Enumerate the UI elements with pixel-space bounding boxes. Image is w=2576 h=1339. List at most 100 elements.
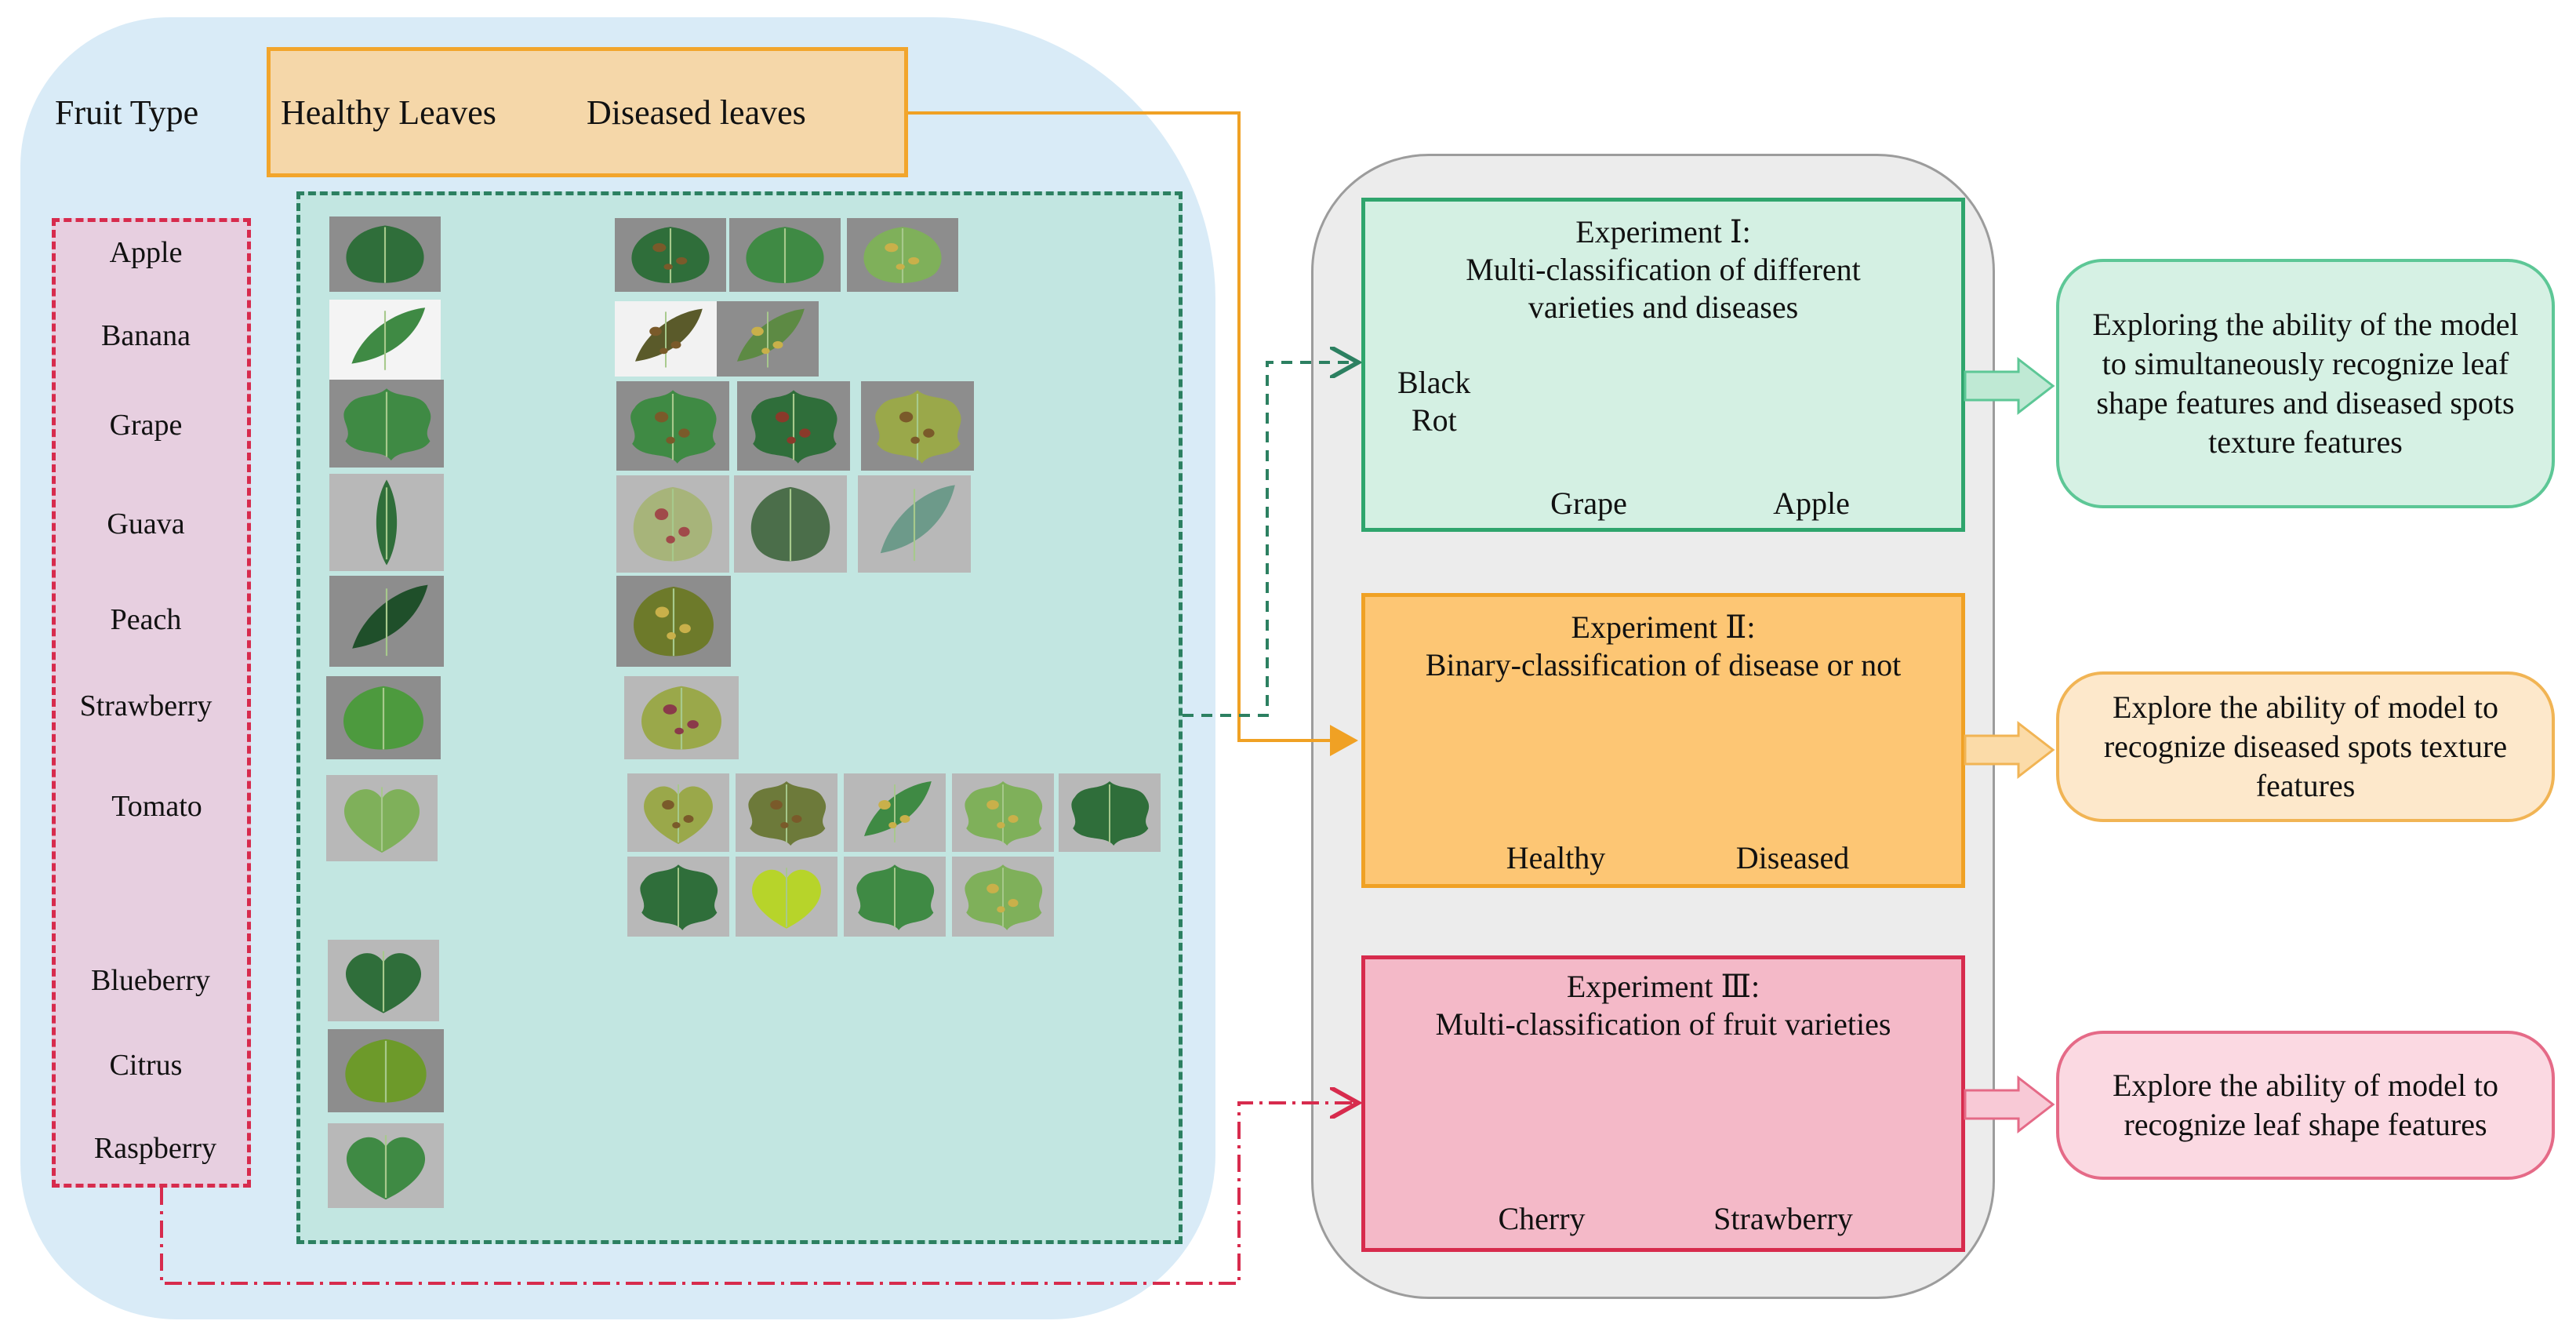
leaf-photo-icon: [847, 218, 958, 292]
leaf-photo-icon: [616, 576, 731, 667]
diseased-leaf-grape: [737, 381, 850, 471]
fruit-name-apple: Apple: [109, 236, 183, 269]
fruit-name-tomato: Tomato: [111, 790, 202, 823]
experiment-1-box: Experiment Ⅰ: Multi-classification of di…: [1361, 198, 1965, 532]
leaf-photo-icon: [717, 301, 819, 377]
healthy-leaf-raspberry: [328, 1123, 444, 1208]
fruit-name-strawberry: Strawberry: [79, 690, 213, 722]
experiment-1-caption-apple: Apple: [1773, 486, 1850, 521]
healthy-leaf-strawberry: [326, 676, 441, 759]
diseased-leaf-tomato: [1059, 773, 1161, 852]
leaf-photo-icon: [615, 301, 717, 377]
diseased-leaf-guava: [616, 475, 729, 573]
leaf-photo-icon: [729, 218, 841, 292]
leaf-photo-icon: [329, 576, 444, 667]
diseased-leaf-tomato: [627, 857, 729, 937]
leaf-photo-icon: [627, 773, 729, 852]
healthy-leaf-citrus: [328, 1029, 444, 1112]
experiment-3-title: Experiment Ⅲ:: [1566, 969, 1760, 1004]
healthy-leaf-tomato: [326, 775, 438, 861]
experiment-3-caption-strawberry: Strawberry: [1713, 1201, 1853, 1236]
leaf-photo-icon: [329, 300, 441, 380]
diseased-leaves-label: Diseased leaves: [587, 93, 806, 132]
diseased-leaf-apple: [615, 218, 726, 292]
healthy-leaf-peach: [329, 576, 444, 667]
healthy-leaf-guava: [329, 474, 444, 571]
fruit-name-citrus: Citrus: [109, 1049, 183, 1082]
leaf-photo-icon: [1059, 773, 1161, 852]
diseased-leaf-apple: [729, 218, 841, 292]
experiment-2-subtitle: Binary-classification of disease or not: [1425, 647, 1902, 682]
leaf-photo-icon: [326, 676, 441, 759]
experiment-1-result-text: Exploring the ability of the model to si…: [2092, 307, 2519, 460]
fruit-type-list: [52, 218, 251, 1188]
black-rot-label-2: Rot: [1412, 402, 1457, 438]
experiment-2-result-text: Explore the ability of model to recogniz…: [2103, 690, 2508, 803]
experiment-3-subtitle: Multi-classification of fruit varieties: [1435, 1006, 1891, 1042]
diseased-leaf-tomato: [736, 773, 837, 852]
leaf-photo-icon: [329, 216, 441, 292]
healthy-leaf-blueberry: [328, 940, 439, 1021]
leaf-photo-icon: [624, 676, 739, 759]
leaf-photo-icon: [328, 940, 439, 1021]
experiment-2-caption-healthy: Healthy: [1506, 840, 1606, 875]
leaf-photo-icon: [734, 475, 847, 573]
leaf-photo-icon: [736, 857, 837, 937]
leaf-photo-icon: [844, 857, 946, 937]
healthy-leaves-label: Healthy Leaves: [281, 93, 496, 132]
leaf-photo-icon: [328, 1123, 444, 1208]
diseased-leaf-guava: [734, 475, 847, 573]
leaf-photo-icon: [736, 773, 837, 852]
leaf-photo-icon: [952, 773, 1054, 852]
diseased-leaf-grape: [861, 381, 974, 471]
healthy-leaf-grape: [329, 380, 444, 468]
arrow-right-icon: [1964, 356, 2055, 416]
experiment-1-caption-grape: Grape: [1550, 486, 1627, 521]
arrow-right-icon: [1964, 1075, 2055, 1134]
diseased-leaf-tomato: [952, 773, 1054, 852]
leaf-photo-icon: [858, 475, 971, 573]
experiment-3-result: Explore the ability of model to recogniz…: [2056, 1031, 2555, 1180]
images-to-experiment-1-arrow: [1183, 362, 1355, 717]
experiment-3-caption-cherry: Cherry: [1498, 1201, 1586, 1236]
leaf-photo-icon: [616, 475, 729, 573]
leaf-photo-icon: [952, 857, 1054, 937]
experiment-3-box: Experiment Ⅲ: Multi-classification of fr…: [1361, 955, 1965, 1252]
leaf-photo-icon: [326, 775, 438, 861]
experiment-1-subtitle: Multi-classification of different: [1466, 252, 1861, 287]
diseased-leaf-peach: [616, 576, 731, 667]
diseased-leaf-banana: [615, 301, 717, 377]
diseased-leaf-tomato: [844, 773, 946, 852]
experiment-1-subtitle-2: varieties and diseases: [1528, 289, 1799, 325]
experiment-1-result: Exploring the ability of the model to si…: [2056, 259, 2555, 508]
leaf-photo-icon: [737, 381, 850, 471]
healthy-leaf-banana: [329, 300, 441, 380]
leaf-category-header: [267, 47, 908, 177]
diseased-leaf-tomato: [844, 857, 946, 937]
experiment-3-result-text: Explore the ability of model to recogniz…: [2112, 1068, 2499, 1142]
leaf-photo-icon: [328, 1029, 444, 1112]
leaf-photo-icon: [616, 381, 729, 471]
diseased-leaf-apple: [847, 218, 958, 292]
leaf-photo-icon: [861, 381, 974, 471]
leaf-photo-icon: [329, 380, 444, 468]
healthy-leaf-apple: [329, 216, 441, 292]
diseased-leaf-strawberry: [624, 676, 739, 759]
leaf-photo-icon: [844, 773, 946, 852]
fruit-type-label: Fruit Type: [55, 93, 199, 132]
diseased-leaf-grape: [616, 381, 729, 471]
fruit-name-guava: Guava: [107, 508, 185, 540]
experiment-2-caption-diseased: Diseased: [1735, 840, 1850, 875]
fruit-name-blueberry: Blueberry: [91, 964, 210, 997]
fruit-name-raspberry: Raspberry: [93, 1132, 217, 1165]
header-to-experiment-2-arrow: [908, 111, 1358, 756]
leaf-photo-icon: [627, 857, 729, 937]
diseased-leaf-tomato: [627, 773, 729, 852]
diseased-leaf-tomato: [736, 857, 837, 937]
experiment-2-title: Experiment Ⅱ:: [1571, 609, 1756, 645]
fruit-name-banana: Banana: [101, 319, 191, 352]
leaf-photo-icon: [615, 218, 726, 292]
fruit-name-grape: Grape: [109, 409, 183, 442]
arrow-right-icon: [1964, 720, 2055, 780]
